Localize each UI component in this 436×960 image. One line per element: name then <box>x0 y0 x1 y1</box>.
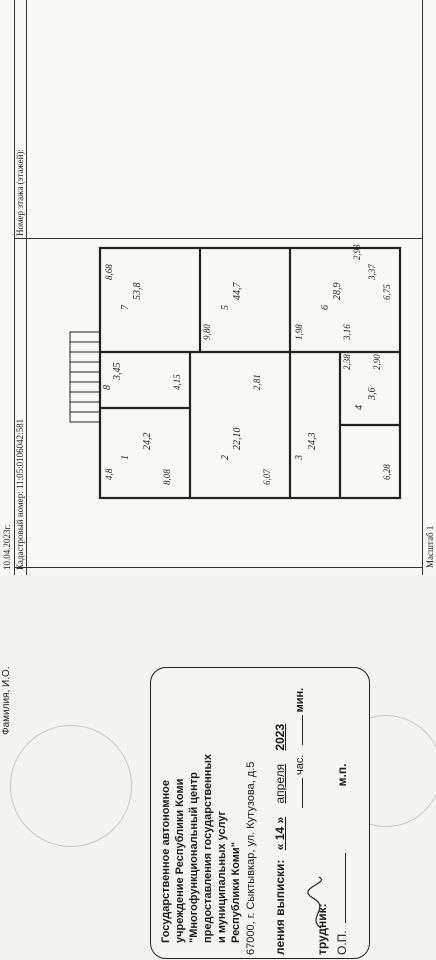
room-number-4: 4 <box>354 405 365 410</box>
sheet-border-left <box>14 0 15 575</box>
org-line: Государственное автономное <box>160 780 172 943</box>
dim-label: 2,93 <box>352 244 362 260</box>
room-label-4: 3,6 <box>367 388 378 402</box>
org-line: Республики Коми" <box>230 842 242 943</box>
floor-number-label: Номер этажа (этажей): <box>15 149 25 236</box>
dim-label: 3,37 <box>367 264 377 281</box>
mp-label: м.п. <box>335 763 349 787</box>
org-line: учреждение Республики Коми <box>174 778 186 943</box>
hours-label: час. <box>294 754 306 775</box>
dim-label: 2,90 <box>372 354 382 370</box>
room-number-1: 1 <box>120 455 131 460</box>
room-label-7: 53,8 <box>132 283 143 301</box>
room-number-5: 5 <box>220 305 231 310</box>
issue-date-label: ления выписки: <box>273 859 287 955</box>
org-line: и муниципальных услуг <box>216 810 228 943</box>
dim-label: 6,07 <box>262 469 272 485</box>
issue-date-row: ления выписки: « 14 » апреля 2023 <box>273 723 287 955</box>
sheet-row-divider <box>14 238 422 239</box>
floor-plan: 53,8 44,7 28,9 24,2 22,10 24,3 3,6 3,45 … <box>69 244 402 500</box>
dim-label: 6,75 <box>382 284 392 300</box>
dim-label: 8,68 <box>104 264 114 280</box>
signature-scribble <box>307 876 322 929</box>
sheet-rule <box>26 0 27 575</box>
stamp-area: Фамилия, И.О. Государственное автономное… <box>0 575 436 960</box>
cadastral-number: Кадастровый номер: 11:05:0106042:581 <box>15 418 25 570</box>
org-line: предоставления государственных <box>202 754 214 943</box>
room-label-8: 3,45 <box>112 363 123 382</box>
minutes-label: мин. <box>294 687 306 713</box>
room-number-7: 7 <box>120 304 131 310</box>
room-number-3: 3 <box>294 455 305 461</box>
dim-label: 2,38 <box>342 354 352 370</box>
round-seal-faint <box>10 725 132 847</box>
org-line: "Многофункциональный центр <box>188 772 200 943</box>
room-number-2: 2 <box>220 455 231 460</box>
dim-label: 2,81 <box>252 374 262 390</box>
outer-walls <box>98 246 402 500</box>
dim-label: 1,98 <box>294 324 304 340</box>
dim-label: 4,15 <box>172 374 182 390</box>
room-number-8: 8 <box>102 385 113 390</box>
dim-label: 4,8 <box>104 468 114 480</box>
room-label-5: 44,7 <box>232 282 243 301</box>
employee-initials: О.П. <box>335 930 349 955</box>
signer-name-label: Фамилия, И.О. <box>1 666 12 735</box>
room-label-3: 24,3 <box>307 433 318 451</box>
sheet-bottom-rule <box>14 567 422 568</box>
dim-label: 6,28 <box>382 464 392 480</box>
dim-label: 9,80 <box>202 324 212 340</box>
issue-year: 2023 <box>273 723 287 751</box>
org-name: Государственное автономное учреждение Ре… <box>159 754 243 943</box>
org-address: 67000, г. Сыктывкар, ул. Кутузова, д.5 <box>245 761 257 955</box>
issue-day: « 14 » <box>273 816 287 851</box>
dim-label: 8,08 <box>162 469 172 485</box>
sheet-date: 10.04.2023г. <box>2 524 12 570</box>
scale-label: Масштаб 1 <box>425 525 435 568</box>
issue-month: апреля <box>273 763 287 804</box>
sheet-border-right <box>422 0 423 575</box>
room-label-1: 24,2 <box>142 433 153 451</box>
room-number-6: 6 <box>320 305 331 310</box>
issue-time-row: час. мин. <box>294 687 306 808</box>
room-label-2: 22,10 <box>232 428 243 451</box>
cadastral-sheet: 10.04.2023г. Кадастровый номер: 11:05:01… <box>0 0 436 576</box>
dim-label: 3,16 <box>342 324 352 341</box>
room-label-6: 28,9 <box>332 283 343 301</box>
mfc-stamp: Государственное автономное учреждение Ре… <box>150 667 370 959</box>
